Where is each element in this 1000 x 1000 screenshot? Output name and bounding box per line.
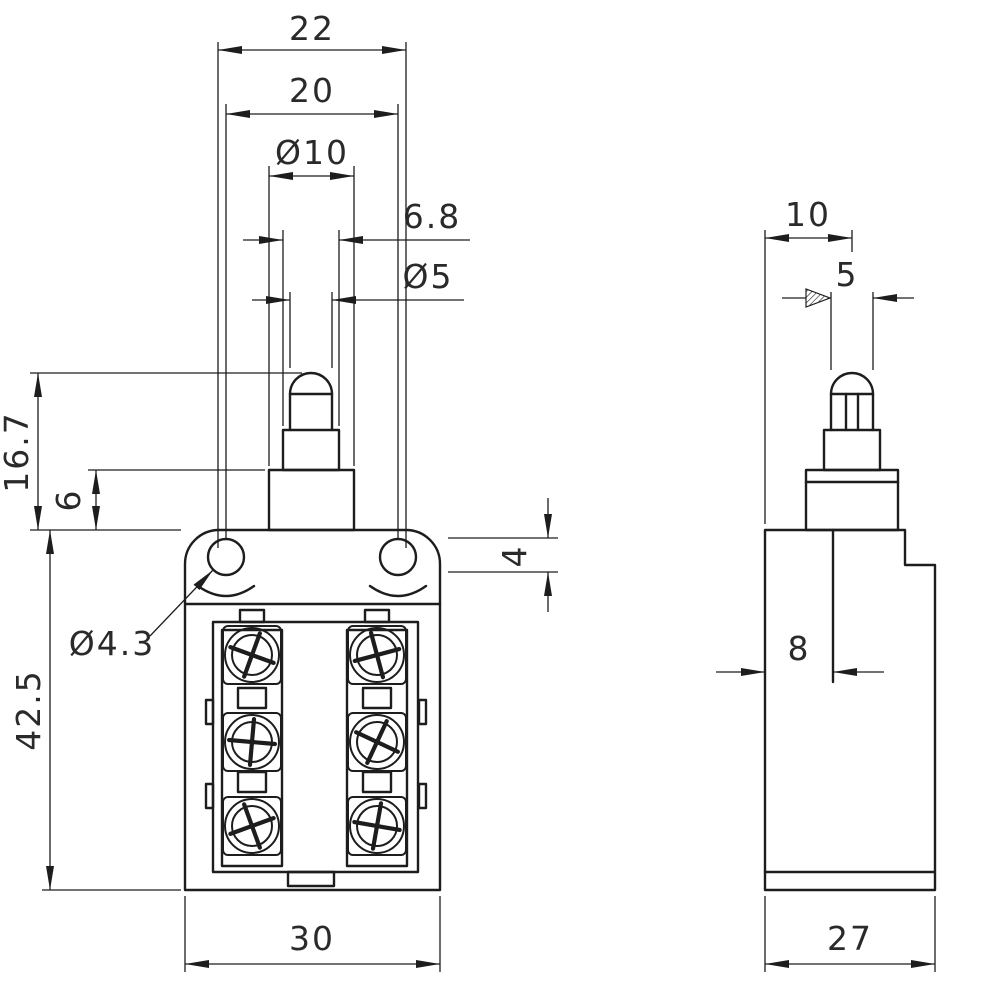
clamp-opening	[361, 686, 393, 710]
dim-label-front-20: 20	[289, 71, 335, 110]
top-tab-right	[363, 608, 391, 624]
dim-side-8: 8	[716, 629, 884, 676]
side-body-outline	[763, 528, 937, 892]
terminal-screw	[222, 712, 282, 772]
dim-front-dia5: Ø5	[252, 257, 464, 368]
dim-side-10: 10	[764, 195, 853, 524]
dim-label-front-16-7: 16.7	[0, 411, 36, 492]
dim-label-front-6-8: 6.8	[403, 197, 461, 236]
dim-front-20: 20	[225, 71, 399, 540]
terminal-screw	[347, 796, 407, 856]
front-ear-arc-right	[368, 584, 428, 598]
dim-front-dia10: Ø10	[268, 133, 355, 466]
dim-label-side-27: 27	[827, 919, 873, 958]
actuation-direction-arrow-icon	[805, 288, 832, 308]
dim-front-4: 4	[448, 498, 558, 612]
dim-front-16-7: 16.7	[0, 372, 302, 531]
dim-side-27: 27	[764, 896, 936, 972]
side-notch	[417, 782, 428, 810]
side-plunger-collar	[822, 428, 882, 472]
terminal-screw	[347, 712, 407, 772]
dim-label-front-30: 30	[289, 919, 335, 958]
dim-label-front-22: 22	[289, 9, 335, 48]
dim-label-front-4: 4	[495, 545, 534, 568]
dim-label-front-dia5: Ø5	[403, 257, 454, 296]
top-tab-left	[238, 608, 266, 624]
dimensions-side: 10 5 8 27	[716, 195, 936, 972]
side-view	[763, 371, 937, 892]
dim-front-6-8: 6.8	[243, 197, 470, 426]
terminal-screw	[222, 625, 282, 685]
plunger-dome	[288, 371, 334, 396]
dim-front-42-5: 42.5	[9, 530, 181, 891]
side-notch	[417, 698, 428, 726]
dim-front-22: 22	[217, 9, 407, 548]
bottom-tab	[286, 870, 336, 888]
terminal-screw	[222, 796, 282, 856]
dim-front-30: 30	[184, 896, 441, 972]
plunger-collar	[281, 428, 341, 472]
side-plunger-dome	[829, 371, 875, 396]
dim-label-front-42-5: 42.5	[9, 669, 48, 750]
clamp-opening	[236, 686, 268, 710]
side-notch	[204, 698, 215, 726]
side-notch	[204, 782, 215, 810]
dimensions-front: 22 20 Ø10 6.8 Ø5	[0, 9, 558, 972]
dim-label-side-10: 10	[785, 195, 831, 234]
dim-side-5: 5	[782, 255, 914, 370]
dim-front-dia4-3: Ø4.3	[69, 569, 214, 663]
dim-label-side-5: 5	[836, 255, 859, 294]
dim-label-front-6: 6	[49, 489, 88, 512]
dim-label-front-dia4-3: Ø4.3	[69, 624, 155, 663]
dim-front-6: 6	[49, 469, 265, 530]
dim-label-side-8: 8	[788, 629, 811, 668]
front-view	[183, 371, 442, 892]
terminal-screw	[347, 625, 407, 685]
dim-label-front-dia10: Ø10	[275, 133, 349, 172]
